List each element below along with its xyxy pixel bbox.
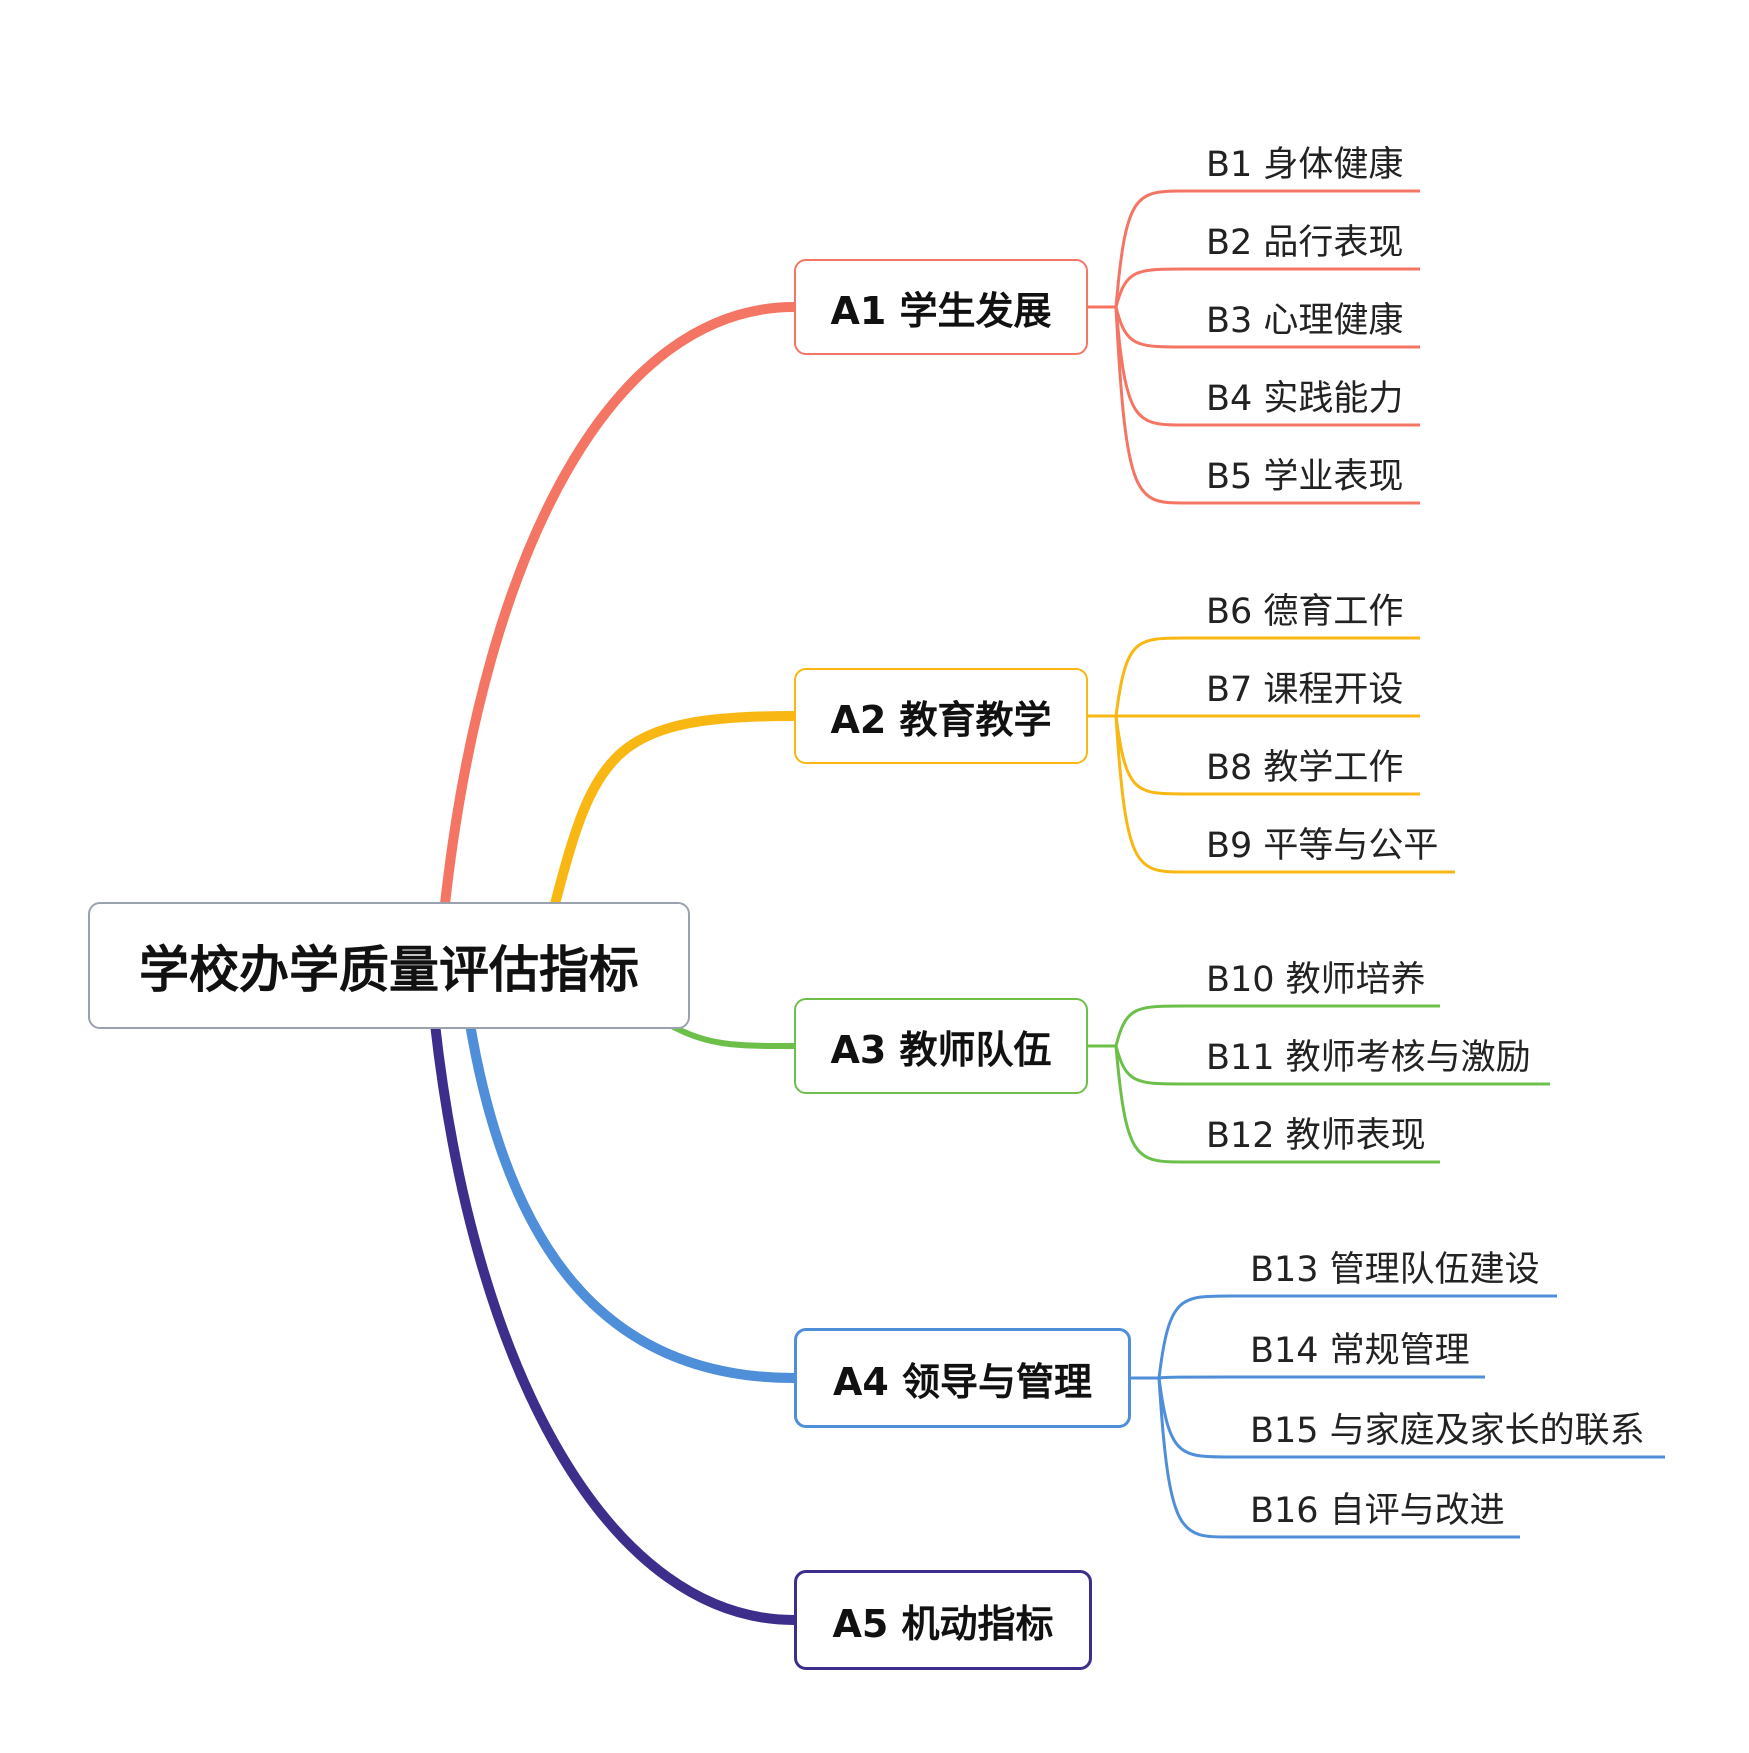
leaf-line (1114, 715, 1455, 874)
leaf-line (1114, 1045, 1440, 1164)
leaf-topic-b1[interactable]: B1 身体健康 (1206, 145, 1404, 185)
root-topic[interactable]: 学校办学质量评估指标 (88, 902, 690, 1029)
leaf-line (1114, 267, 1420, 308)
leaf-topic-b16[interactable]: B16 自评与改进 (1250, 1491, 1505, 1531)
leaf-line (1114, 306, 1420, 505)
leaf-line (1114, 1045, 1550, 1086)
leaf-topic-b13[interactable]: B13 管理队伍建设 (1250, 1250, 1540, 1290)
branch-topic-a3[interactable]: A3 教师队伍 (794, 998, 1088, 1094)
leaf-topic-b15[interactable]: B15 与家庭及家长的联系 (1250, 1411, 1645, 1451)
trunk-line-4 (465, 1019, 799, 1383)
leaf-line (1114, 306, 1420, 349)
leaf-line (1114, 306, 1420, 427)
branch-topic-a2[interactable]: A2 教育教学 (794, 668, 1088, 764)
leaf-topic-b10[interactable]: B10 教师培养 (1206, 960, 1426, 1000)
leaf-line (1157, 1377, 1520, 1539)
trunk-line-1 (440, 302, 799, 909)
leaf-topic-b5[interactable]: B5 学业表现 (1206, 457, 1404, 497)
leaf-line (1114, 636, 1420, 717)
leaf-topic-b8[interactable]: B8 教学工作 (1206, 748, 1404, 788)
leaf-topic-b6[interactable]: B6 德育工作 (1206, 592, 1404, 632)
leaf-line (1157, 1294, 1557, 1379)
leaf-line (1114, 715, 1420, 796)
trunk-line-2 (550, 711, 799, 909)
leaf-line (1158, 1375, 1485, 1380)
leaf-line (1157, 1377, 1665, 1459)
leaf-topic-b3[interactable]: B3 心理健康 (1206, 301, 1404, 341)
leaf-topic-b4[interactable]: B4 实践能力 (1206, 379, 1404, 419)
trunk-line-5 (430, 1019, 799, 1625)
leaf-topic-b14[interactable]: B14 常规管理 (1250, 1331, 1470, 1371)
leaf-topic-b2[interactable]: B2 品行表现 (1206, 223, 1404, 263)
branch-topic-a1[interactable]: A1 学生发展 (794, 259, 1088, 355)
trunk-line-3 (665, 1021, 797, 1049)
leaf-topic-b12[interactable]: B12 教师表现 (1206, 1116, 1426, 1156)
leaf-topic-b7[interactable]: B7 课程开设 (1206, 670, 1404, 710)
leaf-line (1114, 1004, 1440, 1047)
leaf-line (1114, 189, 1420, 308)
leaf-topic-b9[interactable]: B9 平等与公平 (1206, 826, 1439, 866)
branch-topic-a5[interactable]: A5 机动指标 (794, 1570, 1092, 1670)
branch-topic-a4[interactable]: A4 领导与管理 (794, 1328, 1131, 1428)
leaf-topic-b11[interactable]: B11 教师考核与激励 (1206, 1038, 1531, 1078)
